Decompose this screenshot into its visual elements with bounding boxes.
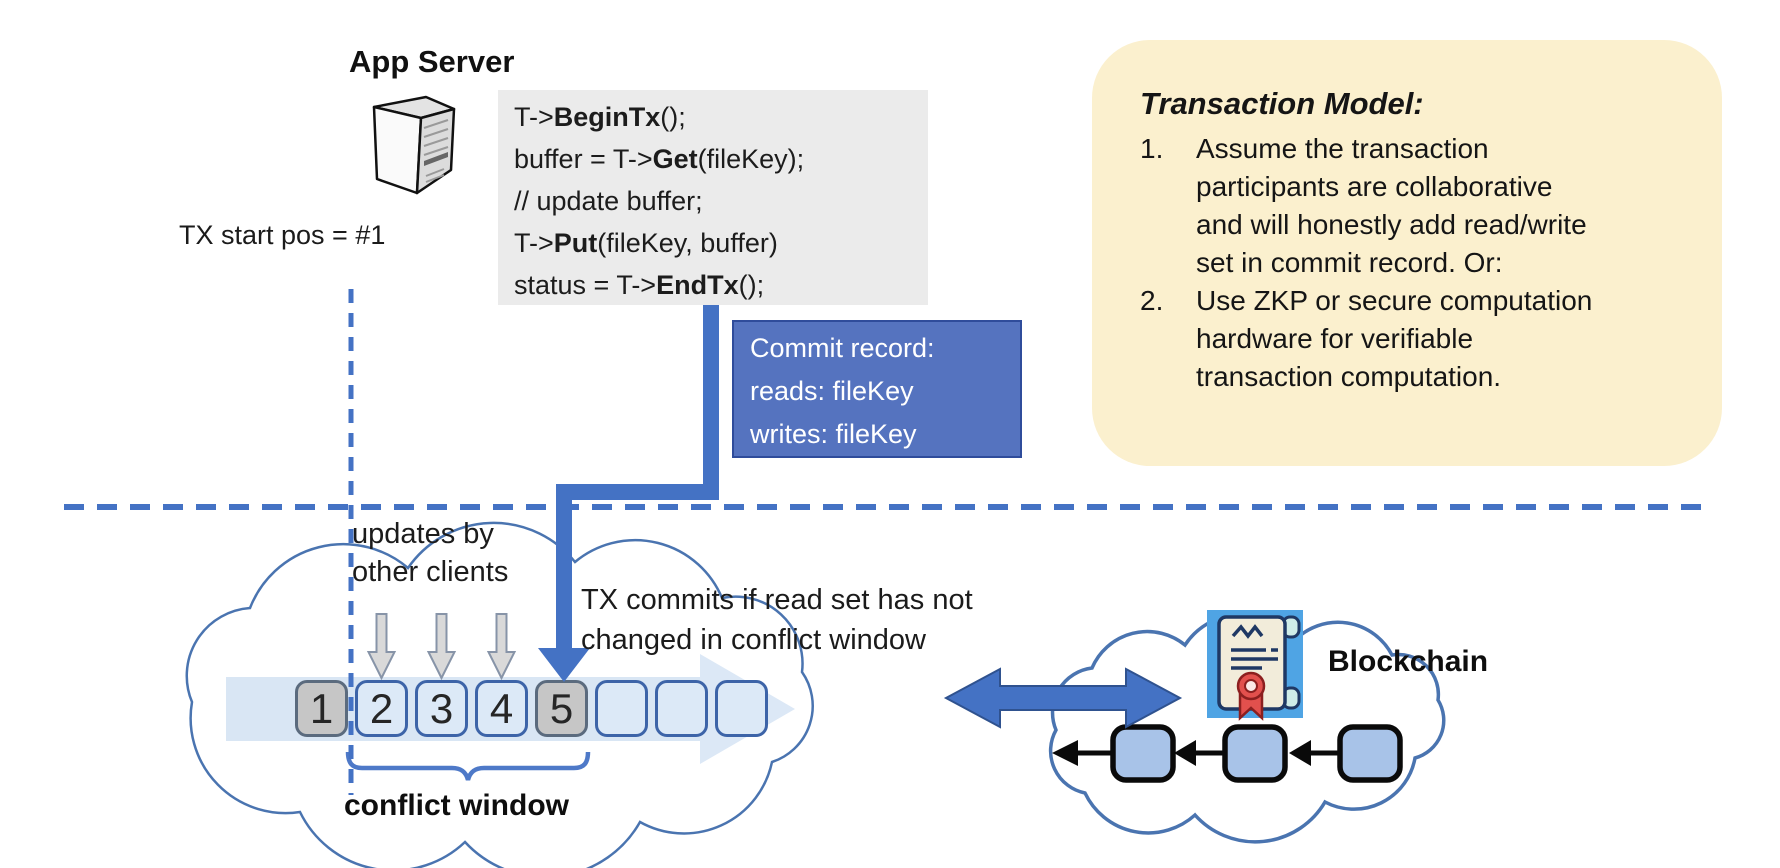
text-line: other clients (352, 556, 509, 588)
tx-start-pos-label: TX start pos = #1 (179, 220, 386, 250)
server-icon (372, 95, 456, 195)
sync-double-arrow (943, 667, 1183, 729)
text-line: TX commits if read set has not (581, 584, 973, 616)
text-line: updates by (352, 518, 494, 550)
code-lines: T->BeginTx(); buffer = T->Get(fileKey); //… (514, 96, 928, 306)
conflict-window-bracket (345, 751, 591, 781)
update-arrow (366, 613, 397, 681)
text-line: changed in conflict window (581, 624, 926, 656)
text-line: writes: fileKey (750, 419, 917, 449)
block (1337, 724, 1403, 783)
timeline-box: 1 (295, 680, 348, 737)
update-arrows (366, 613, 517, 681)
code-line: // update buffer; (514, 186, 703, 216)
block (1110, 724, 1176, 783)
timeline-box (655, 680, 708, 737)
blockchain-label: Blockchain (1328, 645, 1489, 678)
certificate-icon (1207, 610, 1303, 721)
transaction-model-note (1092, 40, 1722, 466)
conflict-cloud-outline (185, 521, 814, 868)
tx-commits-annotation: TX commits if read set has not changed in… (581, 580, 973, 660)
update-arrow (426, 613, 457, 681)
timeline-box: 4 (475, 680, 528, 737)
model-item-number: 2. (1140, 285, 1164, 316)
timeline-box: 2 (355, 680, 408, 737)
timeline-box (595, 680, 648, 737)
transaction-code-block: T->BeginTx(); buffer = T->Get(fileKey); //… (498, 90, 928, 305)
code-line: T->Put(fileKey, buffer) (514, 228, 778, 258)
text-line: Commit record: (750, 333, 935, 363)
conflict-window-label: conflict window (344, 789, 569, 822)
commit-record-lines: Commit record: reads: fileKey writes: file… (750, 327, 1020, 456)
blockchain-chain (1052, 724, 1403, 783)
blockchain-cloud-outline (1048, 612, 1446, 844)
transaction-model-title: Transaction Model: (1140, 86, 1424, 121)
model-item-number: 1. (1140, 133, 1164, 164)
timeline-box: 5 (535, 680, 588, 737)
commit-flow-arrow (538, 304, 719, 682)
block (1222, 724, 1288, 783)
commit-record-box: Commit record: reads: fileKey writes: file… (732, 320, 1022, 458)
update-arrow (486, 613, 517, 681)
timeline-box (715, 680, 768, 737)
app-server-title: App Server (349, 44, 515, 79)
updates-by-other-clients-label: updates by other clients (352, 515, 508, 591)
code-line: T->BeginTx(); (514, 102, 686, 132)
code-line: buffer = T->Get(fileKey); (514, 144, 805, 174)
timeline-box: 3 (415, 680, 468, 737)
code-line: status = T->EndTx(); (514, 270, 765, 300)
text-line: reads: fileKey (750, 376, 914, 406)
